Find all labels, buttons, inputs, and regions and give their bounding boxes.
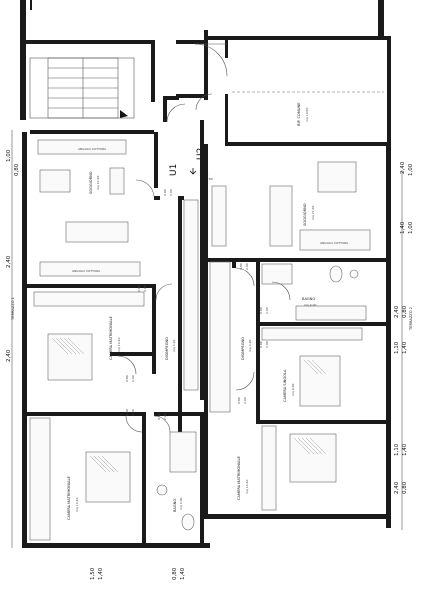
- camera-singola-sub: mq 9,00: [291, 383, 295, 396]
- dim-right-5: 1,10: [394, 443, 400, 456]
- bottom-dimensions: 0,80 1,40: [172, 567, 186, 580]
- door-tag-7: 0,80: [239, 263, 243, 270]
- angolo-cottura-left-label: ANGOLO COTTURA: [78, 147, 107, 151]
- door-tag-5b: 2,00: [131, 409, 135, 416]
- soggiorno-right-label: SOGGIORNO: [303, 203, 307, 226]
- bagno-left-label: BAGNO: [173, 499, 177, 512]
- door-tag-4b: 2,00: [131, 375, 135, 382]
- right-corridor: DISIMPEGNO mq 4,20: [209, 261, 255, 413]
- dim-left-1b: 0,80: [14, 163, 20, 176]
- dim-right-4b: 1,40: [402, 341, 408, 354]
- door-tag-2b: 2,00: [169, 189, 173, 196]
- soggiorno-left-label: SOGGIORNO: [89, 171, 93, 194]
- door-tag-8b: 2,00: [265, 307, 269, 314]
- right-dimensions: 2,40 1,00 1,40 1,00 2,40 0,80 1,10 1,40 …: [394, 161, 414, 494]
- dim-bottom-1b: 1,40: [180, 567, 186, 580]
- door-tag-10b: 2,00: [243, 397, 247, 404]
- angolo-cottura-right-label: ANGOLO COTTURA: [320, 241, 349, 245]
- door-tag-8: 0,80: [259, 307, 263, 314]
- dim-right-1: 2,40: [400, 161, 406, 174]
- left-bathroom: BAGNO mq 4,00: [153, 415, 197, 531]
- door-tag-9: 0,80: [259, 341, 263, 348]
- dim-right-6: 2,40: [394, 481, 400, 494]
- bagno-left-sub: mq 4,00: [179, 497, 183, 510]
- left-apartment-walls: [22, 120, 210, 548]
- entry-area: U1 U2 0,80: [163, 43, 228, 181]
- right-master-bedroom: CAMERA MATRIMONIALE mq 14,40: [237, 425, 337, 511]
- terrazzo-right-label: TERRAZZO 2: [409, 307, 413, 331]
- dim-left-4b: 1,40: [98, 567, 104, 580]
- soggiorno-right-sub: mq 21,00: [311, 206, 315, 220]
- left-bedroom-bottom: CAMERA MATRIMONIALE mq 14,40: [29, 415, 143, 541]
- door-tag-10: 0,80: [237, 397, 241, 404]
- door-tags: 0,80 2,00 0,80 2,00 0,80 2,00 0,80 2,00 …: [125, 189, 269, 420]
- dim-right-1b: 1,00: [408, 163, 414, 176]
- top-walls: [20, 0, 391, 176]
- unit-u1-label: U1: [169, 164, 179, 176]
- door-tag-6: 0,80: [157, 413, 161, 420]
- camera-matr-bottom-label: CAMERA MATRIMONIALE: [67, 476, 71, 520]
- camera-matr-right-label: CAMERA MATRIMONIALE: [237, 456, 241, 500]
- camera-matr-top-label: CAMERA MATRIMONIALE: [109, 316, 113, 360]
- dim-left-1: 1,00: [6, 149, 12, 162]
- dim-right-6b: 0,80: [402, 481, 408, 494]
- door-tag-3: 0,80: [137, 285, 141, 292]
- door-tag-1: 0,80: [206, 177, 213, 181]
- disimpegno-left-sub: mq 4,20: [172, 339, 176, 352]
- door-tag-7b: 2,00: [245, 263, 249, 270]
- camera-matr-bottom-sub: mq 14,40: [75, 498, 79, 512]
- camera-matr-right-sub: mq 14,40: [245, 480, 249, 494]
- disimpegno-right-label: DISIMPEGNO: [241, 337, 245, 360]
- dim-right-5b: 1,40: [402, 443, 408, 456]
- camera-matr-top-sub: mq 14,40: [117, 338, 121, 352]
- rip-comune-room: RIP. COMUNE mq 10,00: [232, 91, 384, 126]
- soggiorno-left-sub: mq 21,00: [96, 176, 100, 190]
- dim-right-3: 2,40: [394, 305, 400, 318]
- right-living-room: SOGGIORNO mq 21,00 ANGOLO COTTURA: [211, 161, 371, 251]
- terrazzo-left-label: TERRAZZO 1: [11, 297, 15, 321]
- left-corridor: DISIMPEGNO mq 4,20: [155, 199, 199, 391]
- left-dimensions: 1,00 0,80 2,40 2,40 1,50 1,40: [6, 149, 104, 580]
- door-tag-6b: 2,00: [163, 413, 167, 420]
- dim-left-3: 2,40: [6, 349, 12, 362]
- door-tag-9b: 2,00: [265, 341, 269, 348]
- dim-left-4: 1,50: [90, 567, 96, 580]
- bagno-right-label: BAGNO: [302, 297, 315, 301]
- dim-right-2: 1,40: [400, 221, 406, 234]
- dim-right-2b: 1,00: [408, 221, 414, 234]
- left-bedroom-top: CAMERA MATRIMONIALE mq 14,40: [33, 291, 145, 381]
- terraces: TERRAZZO 1 TERRAZZO 2: [11, 130, 413, 548]
- staircase: [29, 57, 154, 134]
- angolo-cottura-left2-label: ANGOLO COTTURA: [72, 269, 101, 273]
- camera-singola-label: CAMERA SINGOLA: [283, 369, 287, 402]
- rip-comune-label: RIP. COMUNE: [297, 102, 301, 126]
- door-tag-3b: 2,00: [143, 285, 147, 292]
- rip-comune-sub: mq 10,00: [305, 108, 309, 122]
- dim-right-3b: 0,80: [402, 305, 408, 318]
- door-tag-2: 0,80: [163, 189, 167, 196]
- door-tag-5: 0,80: [125, 409, 129, 416]
- door-tag-4: 0,80: [125, 375, 129, 382]
- disimpegno-right-sub: mq 4,20: [248, 339, 252, 352]
- dim-right-4: 1,10: [394, 341, 400, 354]
- right-bathroom: BAGNO mq 4,00: [261, 263, 367, 321]
- left-living-room: ANGOLO COTTURA SOGGIORNO mq 21,00 ANGOLO…: [37, 139, 155, 277]
- dim-left-2: 2,40: [6, 255, 12, 268]
- bagno-right-sub: mq 4,00: [304, 303, 317, 307]
- dim-bottom-1: 0,80: [172, 567, 178, 580]
- right-apartment-walls: [204, 144, 391, 528]
- disimpegno-left-label: DISIMPEGNO: [165, 337, 169, 360]
- single-bedroom: CAMERA SINGOLA mq 9,00: [261, 327, 363, 407]
